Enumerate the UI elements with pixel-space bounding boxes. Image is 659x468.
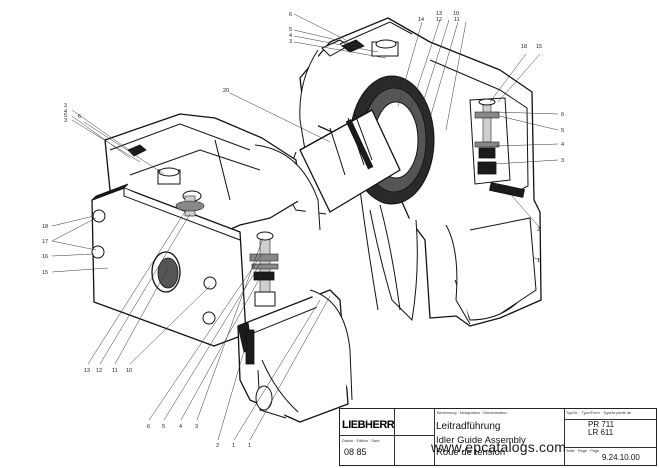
- callout-bottom-10: 10: [126, 368, 132, 374]
- date-header-label: Datum · Edition · Date: [342, 439, 380, 443]
- callout-left-3a: 3: [64, 103, 67, 109]
- callout-top-10: 10: [453, 11, 459, 17]
- sheet-header-label: Seite · Page · Page: [566, 449, 600, 453]
- left-side-plate: [91, 183, 247, 347]
- callout-right-6: 6: [561, 112, 564, 118]
- callout-top-11: 11: [454, 17, 460, 23]
- callout-right-5: 5: [561, 128, 564, 134]
- callout-top-13: 13: [436, 11, 442, 17]
- title-english: Idler Guide Assembly: [436, 435, 526, 446]
- callout-right-1: 1: [537, 258, 540, 264]
- left-housing: [104, 113, 321, 241]
- callout-bottom-5: 5: [162, 424, 165, 430]
- leader-lines: [51, 13, 559, 441]
- callout-top-14: 14: [418, 17, 424, 23]
- callout-bottom-4: 4: [179, 424, 182, 430]
- callout-bottom-11: 11: [112, 368, 118, 374]
- model-numbers: PR 711 LR 611: [588, 420, 615, 437]
- callout-numbers: 6 5 4 3 14 13 12 10 11 18 15 6 5 4 3 2 1…: [42, 11, 564, 449]
- title-block: LIEBHERR Benennung · Designation · Dénom…: [339, 408, 657, 466]
- callout-side-16: 16: [42, 254, 48, 260]
- drawing-reference: 9.24.10.00: [602, 453, 640, 462]
- callout-top-3: 3: [289, 39, 292, 45]
- callout-bottom-2: 2: [216, 443, 219, 449]
- callout-top-5: 5: [289, 27, 292, 33]
- callout-bottom-12: 12: [96, 368, 102, 374]
- callout-left-3b: 3: [64, 118, 67, 124]
- edition-date: 08 85: [344, 447, 367, 457]
- callout-top-12: 12: [436, 17, 442, 23]
- callout-top-15: 15: [536, 44, 542, 50]
- middle-bolt-stack: [249, 231, 279, 307]
- liebherr-logo: LIEBHERR: [342, 419, 395, 431]
- callout-side-17: 17: [42, 239, 48, 245]
- callout-bottom-1a: 1: [232, 443, 235, 449]
- callout-side-15: 15: [42, 270, 48, 276]
- callout-bottom-3: 3: [195, 424, 198, 430]
- callout-left-4: 4: [64, 109, 67, 115]
- callout-bottom-1b: 1: [248, 443, 251, 449]
- title-header-label: Benennung · Designation · Dénomination: [437, 411, 507, 415]
- callout-20: 20: [223, 88, 229, 94]
- callout-top-4: 4: [289, 33, 292, 39]
- callout-top-6: 6: [289, 12, 292, 18]
- callout-right-4: 4: [561, 142, 564, 148]
- watermark: www.epcatalogs.com: [431, 439, 567, 455]
- type-header-label: Typ/Gr. · Type/Form · Type/la partie de: [566, 411, 632, 415]
- callout-right-3: 3: [561, 158, 564, 164]
- callout-top-18: 18: [521, 44, 527, 50]
- callout-right-2: 2: [537, 227, 540, 233]
- callout-side-18: 18: [42, 224, 48, 230]
- title-french: Roue de tension: [436, 447, 506, 458]
- title-german: Leitradführung: [436, 421, 501, 432]
- callout-bottom-13: 13: [84, 368, 90, 374]
- callout-bottom-6: 6: [147, 424, 150, 430]
- callout-left-6: 6: [78, 114, 81, 120]
- lower-guide: [237, 289, 353, 423]
- callout-left-5: 5: [64, 113, 67, 119]
